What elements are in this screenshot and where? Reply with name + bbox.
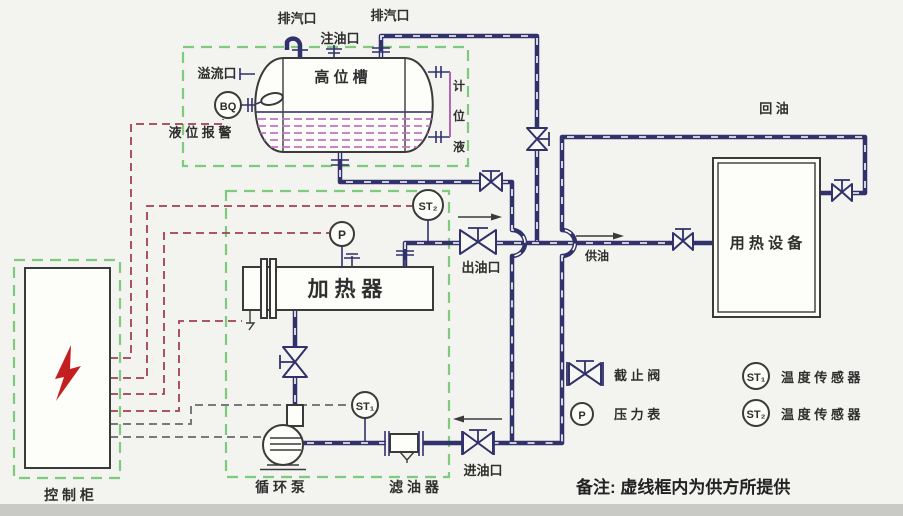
legend-valve-label: 截 止 阀 [614,368,660,383]
scope-box-tank [181,45,470,168]
label-oil-inlet: 进油口 [463,463,502,478]
label-heater: 加 热 器 [307,277,384,301]
wire-level-alarm [110,119,224,359]
label-steam-vent-left: 排汽口 [277,11,316,26]
legend-st2-symbol: ST₂ [747,409,766,421]
legend-st2-icon [742,399,770,427]
legend-st1-symbol: ST₁ [747,372,766,384]
valve-pump-discharge [279,346,308,378]
control-wires [110,119,412,438]
pressure-gauge-tag: P [338,228,346,242]
temp-sensor-2-tag: ST₂ [419,201,438,213]
label-level-gauge: 计 位 液 [453,78,465,154]
circulation-pump [260,404,306,471]
instruments: P ST₂ ST₁ BQ [214,91,444,441]
scope-box-heater-unit [224,189,451,479]
heat-using-equipment [712,157,821,318]
valve-expansion-line [526,127,550,151]
legend: 截 止 阀 P 压 力 表 ST₁ 温 度 传 感 器 ST₂ 温 度 传 感 … [566,360,861,427]
valve-supply [672,228,694,251]
heater-drain-stub [246,310,256,331]
photo-edge-strip [0,504,903,516]
heater-element-flange [269,258,277,319]
label-overflow-port: 溢流口 [197,66,236,81]
svg-text:计: 计 [453,78,465,93]
wire-heater [110,320,242,412]
label-fill-port: 注油口 [320,31,359,46]
valve-tank-drain [479,170,503,192]
labels: 排汽口 排汽口 注油口 溢流口 高 位 槽 液 位 报 警 计 位 液 加 热 … [44,8,803,503]
legend-st2-label: 温 度 传 感 器 [781,407,861,422]
legend-pressure-icon [570,402,594,426]
temp-sensor-1-icon [351,391,379,419]
pressure-gauge-icon [329,221,355,247]
valve-oil-inlet [461,429,495,455]
legend-pressure-label: 压 力 表 [614,407,661,422]
legend-valve-symbol [566,360,604,386]
label-level-alarm: 液 位 报 警 [169,125,232,140]
flow-arrows [453,213,624,423]
label-oil-outlet: 出油口 [461,260,500,275]
label-supply-flow: 供油 [584,248,609,263]
svg-text:液: 液 [453,139,465,154]
label-equipment: 用 热 设 备 [730,234,804,252]
heater [242,258,434,331]
valve-oil-outlet [459,227,497,255]
label-steam-vent-right: 排汽口 [370,8,409,23]
label-tank-name: 高 位 槽 [314,68,367,86]
label-pump: 循 环 泵 [255,479,305,495]
wire-st2 [110,205,412,379]
level-switch-tag: BQ [220,101,237,113]
valve-return [831,179,853,202]
label-return-flow: 回 油 [759,101,789,116]
valves [279,127,853,455]
wire-st1 [110,404,351,425]
control-cabinet [24,267,111,469]
oil-filter [384,431,424,463]
lightning-bolt-icon [55,345,81,401]
svg-text:位: 位 [453,108,465,123]
gooseneck-vent [284,36,303,58]
label-filter: 滤 油 器 [389,479,440,495]
float-ball [255,92,284,106]
legend-st1-icon [742,362,770,390]
legend-st1-label: 温 度 传 感 器 [781,370,861,385]
label-cabinet: 控 制 柜 [44,487,94,503]
pipes [284,33,868,446]
tank-liquid [255,111,433,148]
note-text: 备注: 虚线框内为供方所提供 [575,477,790,497]
wire-pressure-gauge [110,232,329,395]
heater-element-flange [260,258,268,319]
supplier-scope-boxes [12,45,470,480]
temp-sensor-2-icon [412,189,444,221]
level-switch-icon [214,91,242,119]
high-level-tank [254,57,434,153]
legend-pressure-symbol: P [578,410,585,422]
flange-marks [239,45,450,267]
temp-sensor-1-tag: ST₁ [356,401,375,413]
